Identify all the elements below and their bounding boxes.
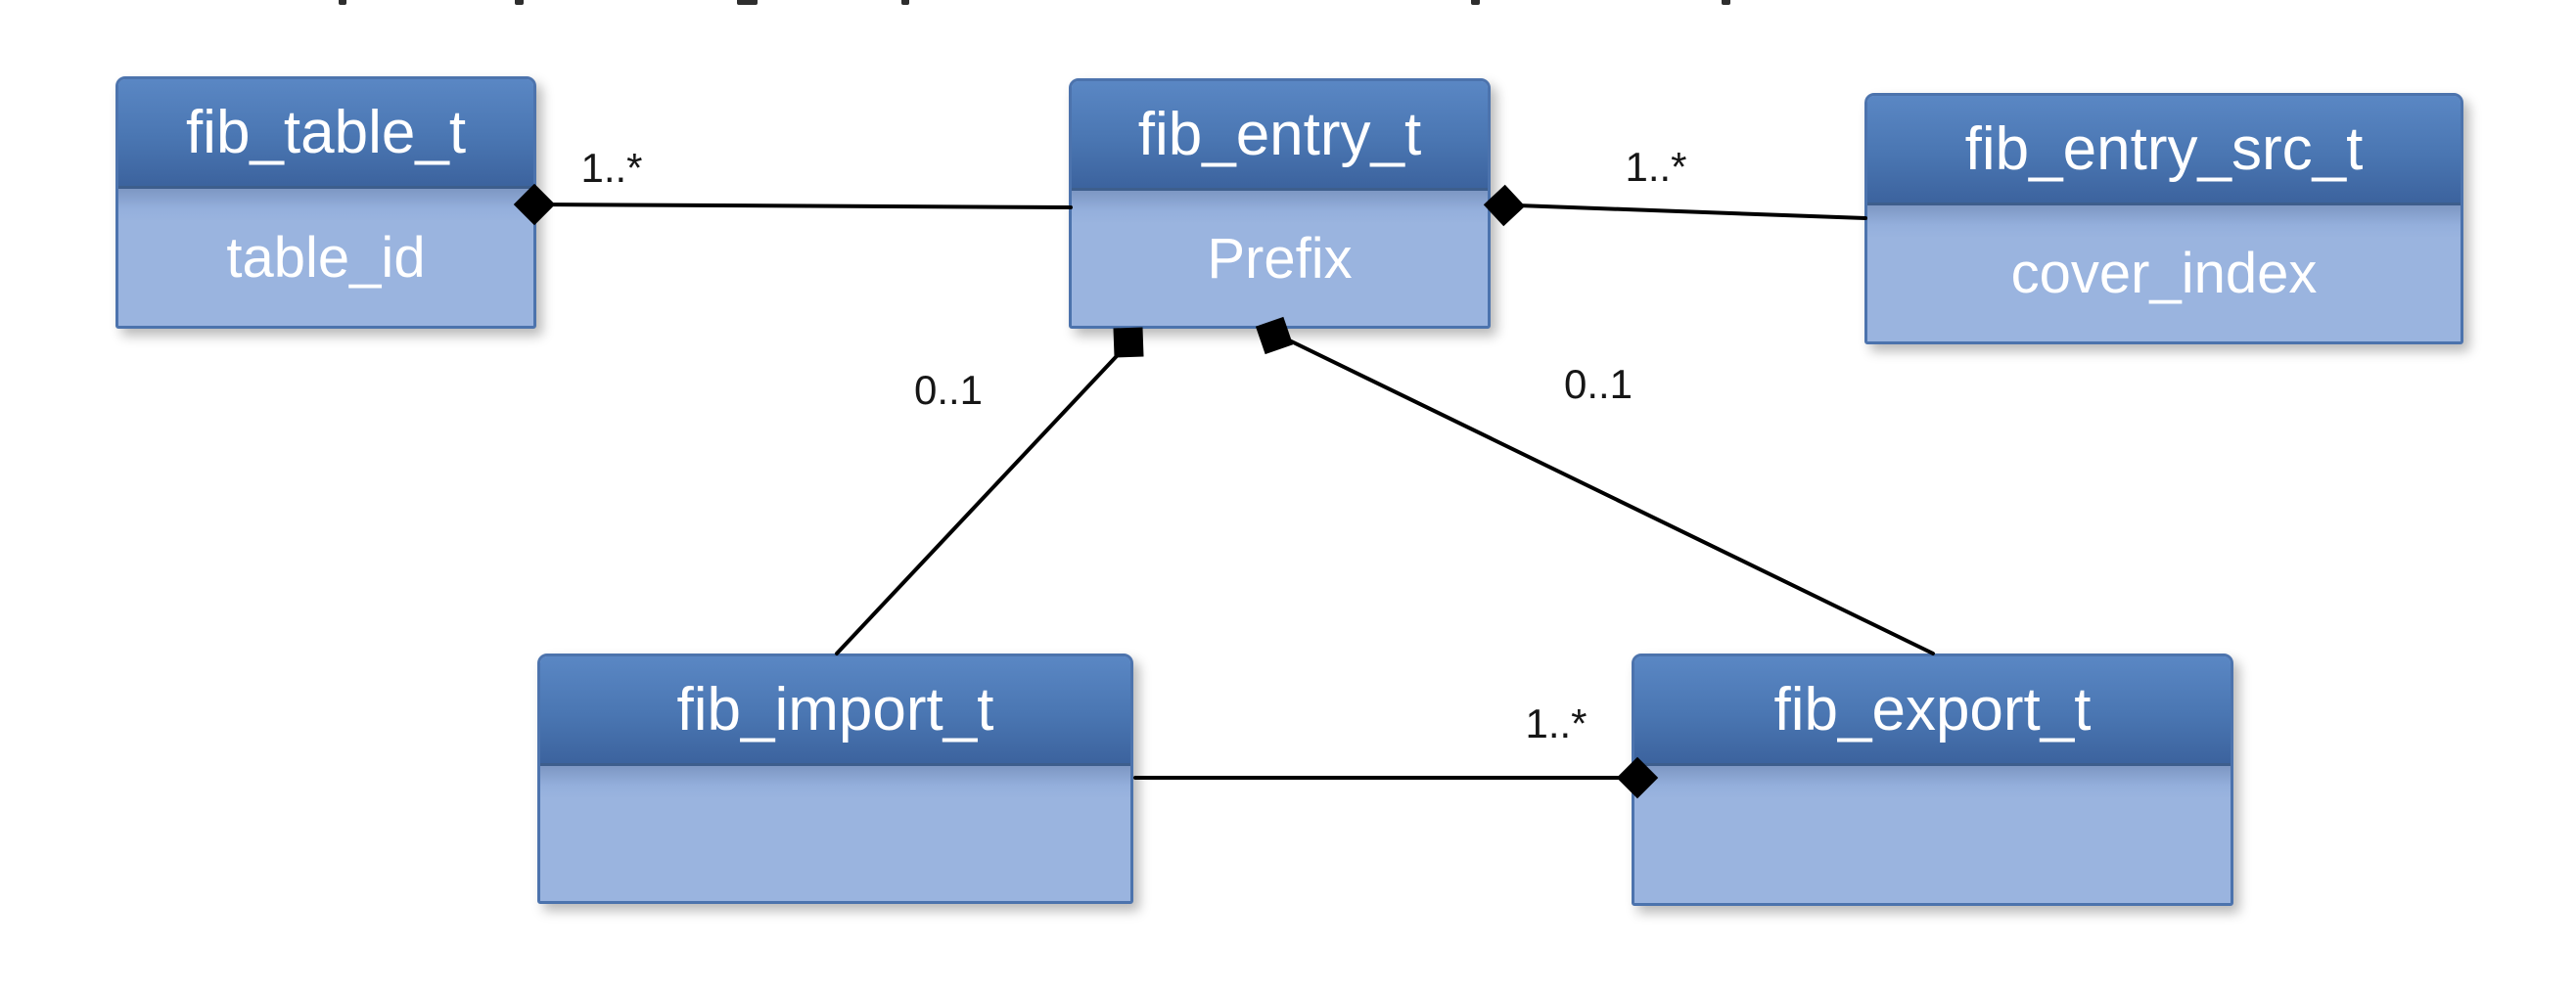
class-header: fib_table_t xyxy=(118,79,533,189)
class-name: fib_export_t xyxy=(1773,676,2092,744)
attribute-name: cover_index xyxy=(2010,242,2318,305)
composition-line-entry-import xyxy=(835,339,1132,655)
class-name: fib_import_t xyxy=(676,676,994,744)
cropped-text-fragment xyxy=(1471,0,1480,5)
cropped-text-fragment xyxy=(737,0,758,5)
class-header: fib_import_t xyxy=(540,656,1130,766)
attribute-name: Prefix xyxy=(1207,226,1353,291)
class-name: fib_table_t xyxy=(185,99,467,166)
composition-diamond-icon xyxy=(1113,327,1144,358)
cropped-text-fragment xyxy=(901,0,909,5)
multiplicity-label: 1..* xyxy=(580,145,642,191)
composition-line-table-entry xyxy=(534,203,1073,209)
class-box-fib-entry-t: fib_entry_t Prefix xyxy=(1069,78,1491,329)
cropped-text-fragment xyxy=(1722,0,1730,5)
multiplicity-label: 0..1 xyxy=(914,367,983,413)
class-header: fib_entry_src_t xyxy=(1867,96,2461,205)
attribute-name: table_id xyxy=(226,225,426,290)
multiplicity-label: 1..* xyxy=(1525,700,1587,746)
composition-diamond-icon xyxy=(1483,184,1526,227)
composition-line-entry-export xyxy=(1273,332,1935,655)
class-box-fib-table-t: fib_table_t table_id xyxy=(115,76,536,329)
class-name: fib_entry_t xyxy=(1137,101,1422,168)
class-box-fib-entry-src-t: fib_entry_src_t cover_index xyxy=(1864,93,2463,344)
class-attributes-section: cover_index xyxy=(1867,205,2461,341)
cropped-text-fragment xyxy=(339,0,346,5)
class-header: fib_entry_t xyxy=(1072,81,1488,191)
class-box-fib-import-t: fib_import_t xyxy=(537,654,1133,904)
class-name: fib_entry_src_t xyxy=(1964,115,2364,183)
class-attributes-section: Prefix xyxy=(1072,191,1488,326)
multiplicity-label: 1..* xyxy=(1625,144,1686,190)
class-attributes-section xyxy=(1634,766,2231,903)
class-attributes-section xyxy=(540,766,1130,901)
class-header: fib_export_t xyxy=(1634,656,2231,766)
class-box-fib-export-t: fib_export_t xyxy=(1632,654,2233,906)
cropped-text-fragment xyxy=(515,0,524,5)
class-attributes-section: table_id xyxy=(118,189,533,326)
composition-line-entry-src xyxy=(1489,203,1867,220)
multiplicity-label: 0..1 xyxy=(1564,361,1633,407)
